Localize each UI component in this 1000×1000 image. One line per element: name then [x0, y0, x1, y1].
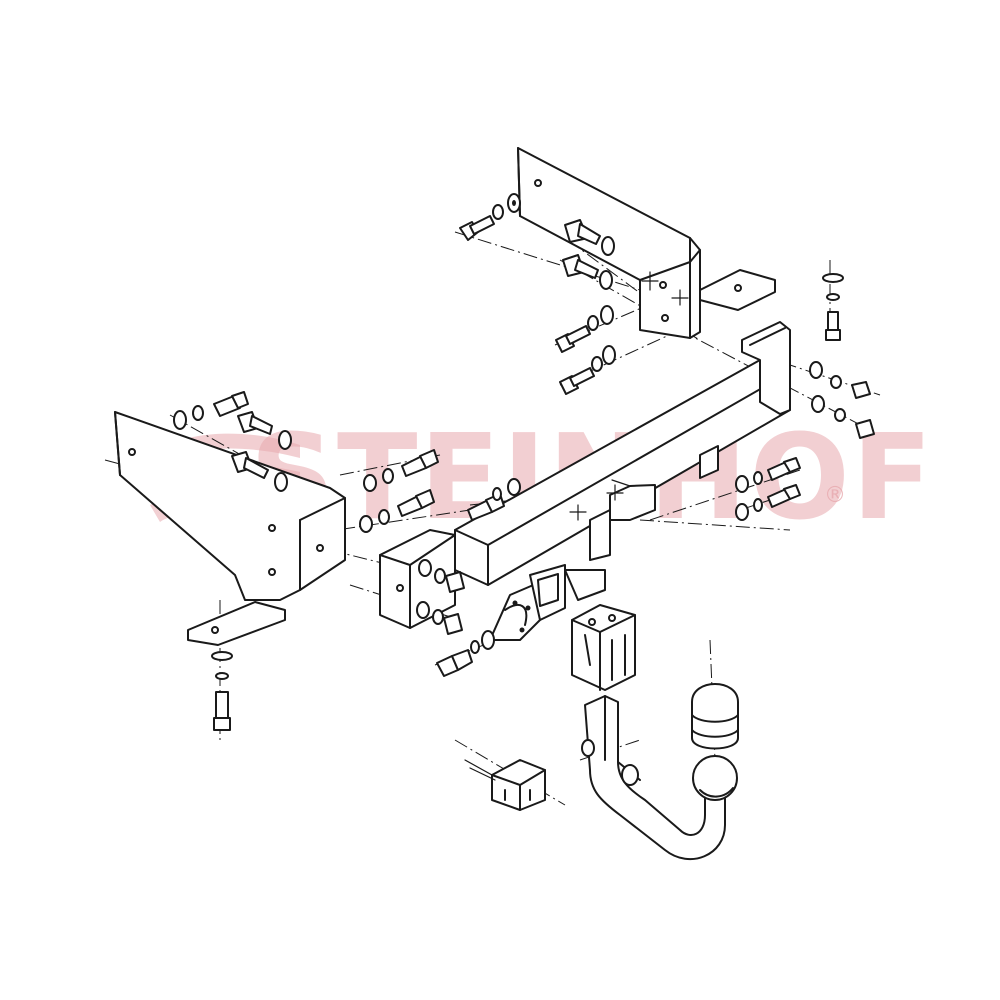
right-bolt-set: [459, 193, 875, 439]
bolt-icon: [767, 457, 801, 481]
bolt-icon: [767, 484, 801, 508]
electrical-socket: [464, 759, 546, 811]
bolt-icon: [397, 489, 435, 517]
right-side-bracket: [517, 147, 776, 339]
nut-icon: [443, 613, 463, 635]
bolt-icon: [459, 215, 495, 241]
nut-icon: [855, 419, 875, 439]
center-bolt-set: [467, 457, 801, 521]
center-marks: [569, 271, 689, 521]
bolt-icon: [401, 449, 439, 477]
beam-mounting-plate: [379, 529, 465, 635]
bolt-icon: [562, 254, 599, 279]
ball-neck: [581, 695, 738, 860]
left-bolt-set: [173, 391, 439, 731]
bolt-icon: [237, 411, 273, 435]
bolt-icon: [436, 649, 473, 677]
socket-plate: [436, 564, 606, 677]
watermark-registered-mark: ®: [824, 483, 846, 508]
bolt-icon: [822, 273, 844, 341]
nut-icon: [445, 571, 465, 593]
bolt-icon: [211, 651, 233, 731]
nut-icon: [851, 381, 871, 399]
bolt-icon: [231, 451, 269, 479]
bolt-icon: [213, 391, 249, 417]
ball-cover: [691, 683, 739, 750]
tow-ball-icon: [692, 755, 738, 801]
left-side-bracket: [114, 411, 346, 646]
receiver-housing: [571, 604, 636, 691]
bolt-icon: [559, 367, 595, 395]
locking-pin-icon: [581, 739, 595, 757]
cross-beam: [454, 321, 791, 586]
bolt-icon: [564, 219, 601, 245]
bolt-icon: [555, 325, 591, 353]
